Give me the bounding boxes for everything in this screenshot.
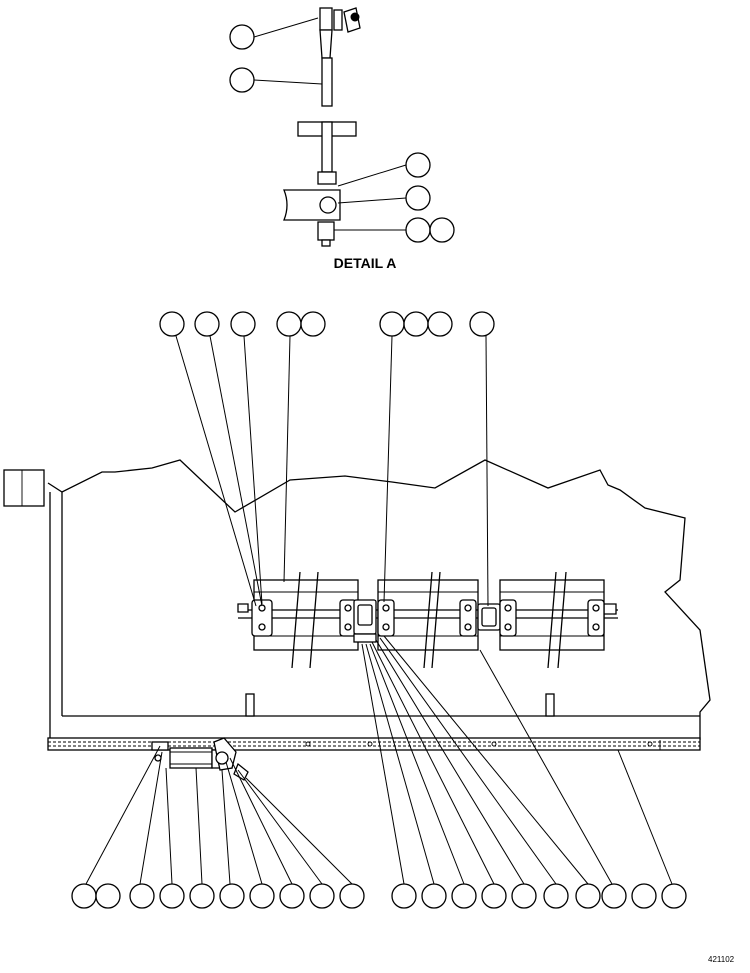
callout-circle — [229, 67, 255, 93]
coupling-base — [353, 633, 377, 643]
callout-circle — [300, 311, 326, 337]
callout-circle — [249, 883, 275, 909]
detail-a-assembly — [283, 7, 361, 247]
control-rod-upper — [321, 57, 333, 107]
callout-circle — [451, 883, 477, 909]
callout-circle — [405, 152, 431, 178]
callout-circle — [71, 883, 97, 909]
top-callouts — [159, 311, 495, 607]
bearing-blocks — [251, 599, 605, 643]
callout-circle — [511, 883, 537, 909]
rod-end-neck — [319, 29, 333, 59]
callout-circle — [405, 217, 431, 243]
support-post — [545, 693, 555, 717]
callout-circle — [481, 883, 507, 909]
rod-end-bolt-head — [333, 9, 343, 31]
support-post — [245, 693, 255, 717]
callout-circle — [405, 185, 431, 211]
callout-circle — [631, 883, 657, 909]
callout-circle — [543, 883, 569, 909]
rod-end-nut — [350, 12, 360, 22]
callout-circle — [159, 883, 185, 909]
control-rod-lower — [321, 121, 333, 173]
drive-shaft — [237, 603, 618, 619]
callout-circle — [661, 883, 687, 909]
callout-circle — [219, 883, 245, 909]
clevis-pin — [319, 196, 337, 214]
rod-end-upper — [319, 7, 333, 31]
callout-circle — [279, 883, 305, 909]
callout-circle — [427, 311, 453, 337]
callout-circle — [339, 883, 365, 909]
actuator-cylinder — [169, 747, 213, 769]
guard-panel-right — [499, 571, 605, 669]
callout-circle — [276, 311, 302, 337]
callout-circle — [403, 311, 429, 337]
base-rail — [47, 737, 701, 751]
break-line — [47, 459, 711, 740]
callout-circle — [194, 311, 220, 337]
callout-circle — [575, 883, 601, 909]
detail-a-label: DETAIL A — [333, 255, 397, 271]
callout-circle — [601, 883, 627, 909]
clevis-bolt-tip — [321, 239, 331, 247]
clevis-bolt — [317, 221, 335, 241]
callout-circle — [309, 883, 335, 909]
callout-circle — [95, 883, 121, 909]
detail-a-callouts — [229, 17, 455, 243]
callout-circle — [391, 883, 417, 909]
figure-number: 421102 — [708, 955, 735, 964]
callout-circle — [189, 883, 215, 909]
callout-circle — [229, 24, 255, 50]
callout-circle — [421, 883, 447, 909]
callout-circle — [469, 311, 495, 337]
callout-circle — [230, 311, 256, 337]
callout-circle — [379, 311, 405, 337]
jam-nut — [317, 171, 337, 185]
callout-circle — [129, 883, 155, 909]
left-end-block — [3, 469, 45, 507]
callout-circle — [159, 311, 185, 337]
callout-circle — [429, 217, 455, 243]
bottom-callouts — [71, 635, 687, 909]
machine-body — [3, 459, 711, 751]
